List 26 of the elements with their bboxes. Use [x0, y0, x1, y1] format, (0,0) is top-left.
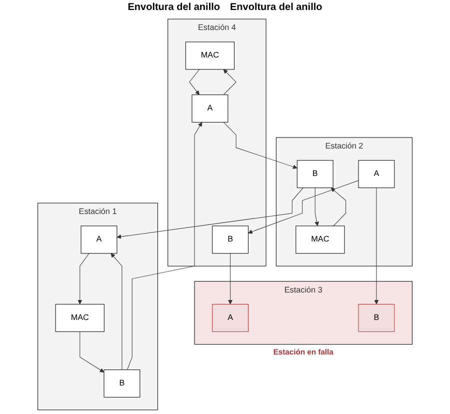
arrow — [189, 69, 200, 95]
node-box: MAC — [55, 304, 104, 332]
node-box: B — [104, 370, 140, 398]
node-box: A — [192, 94, 228, 122]
arrow — [228, 253, 233, 304]
arrow — [223, 69, 236, 96]
arrow — [374, 188, 379, 304]
arrow — [78, 253, 90, 304]
arrow — [314, 188, 319, 226]
note-label: Envoltura del anillo — [128, 2, 220, 13]
node-box: B — [296, 160, 334, 188]
arrow — [126, 122, 202, 370]
arrow — [80, 331, 104, 372]
node-box: B — [358, 304, 395, 332]
arrow — [248, 180, 359, 234]
node-box: B — [212, 226, 248, 254]
arrow — [110, 253, 122, 370]
arrow — [330, 188, 346, 226]
arrow — [116, 188, 304, 239]
node-box: A — [80, 226, 118, 254]
node-box: MAC — [296, 226, 345, 254]
note-label: Envoltura del anillo — [230, 2, 322, 13]
node-box: A — [358, 160, 395, 188]
node-box: A — [212, 304, 248, 332]
node-box: MAC — [185, 42, 234, 70]
arrow — [223, 122, 298, 169]
